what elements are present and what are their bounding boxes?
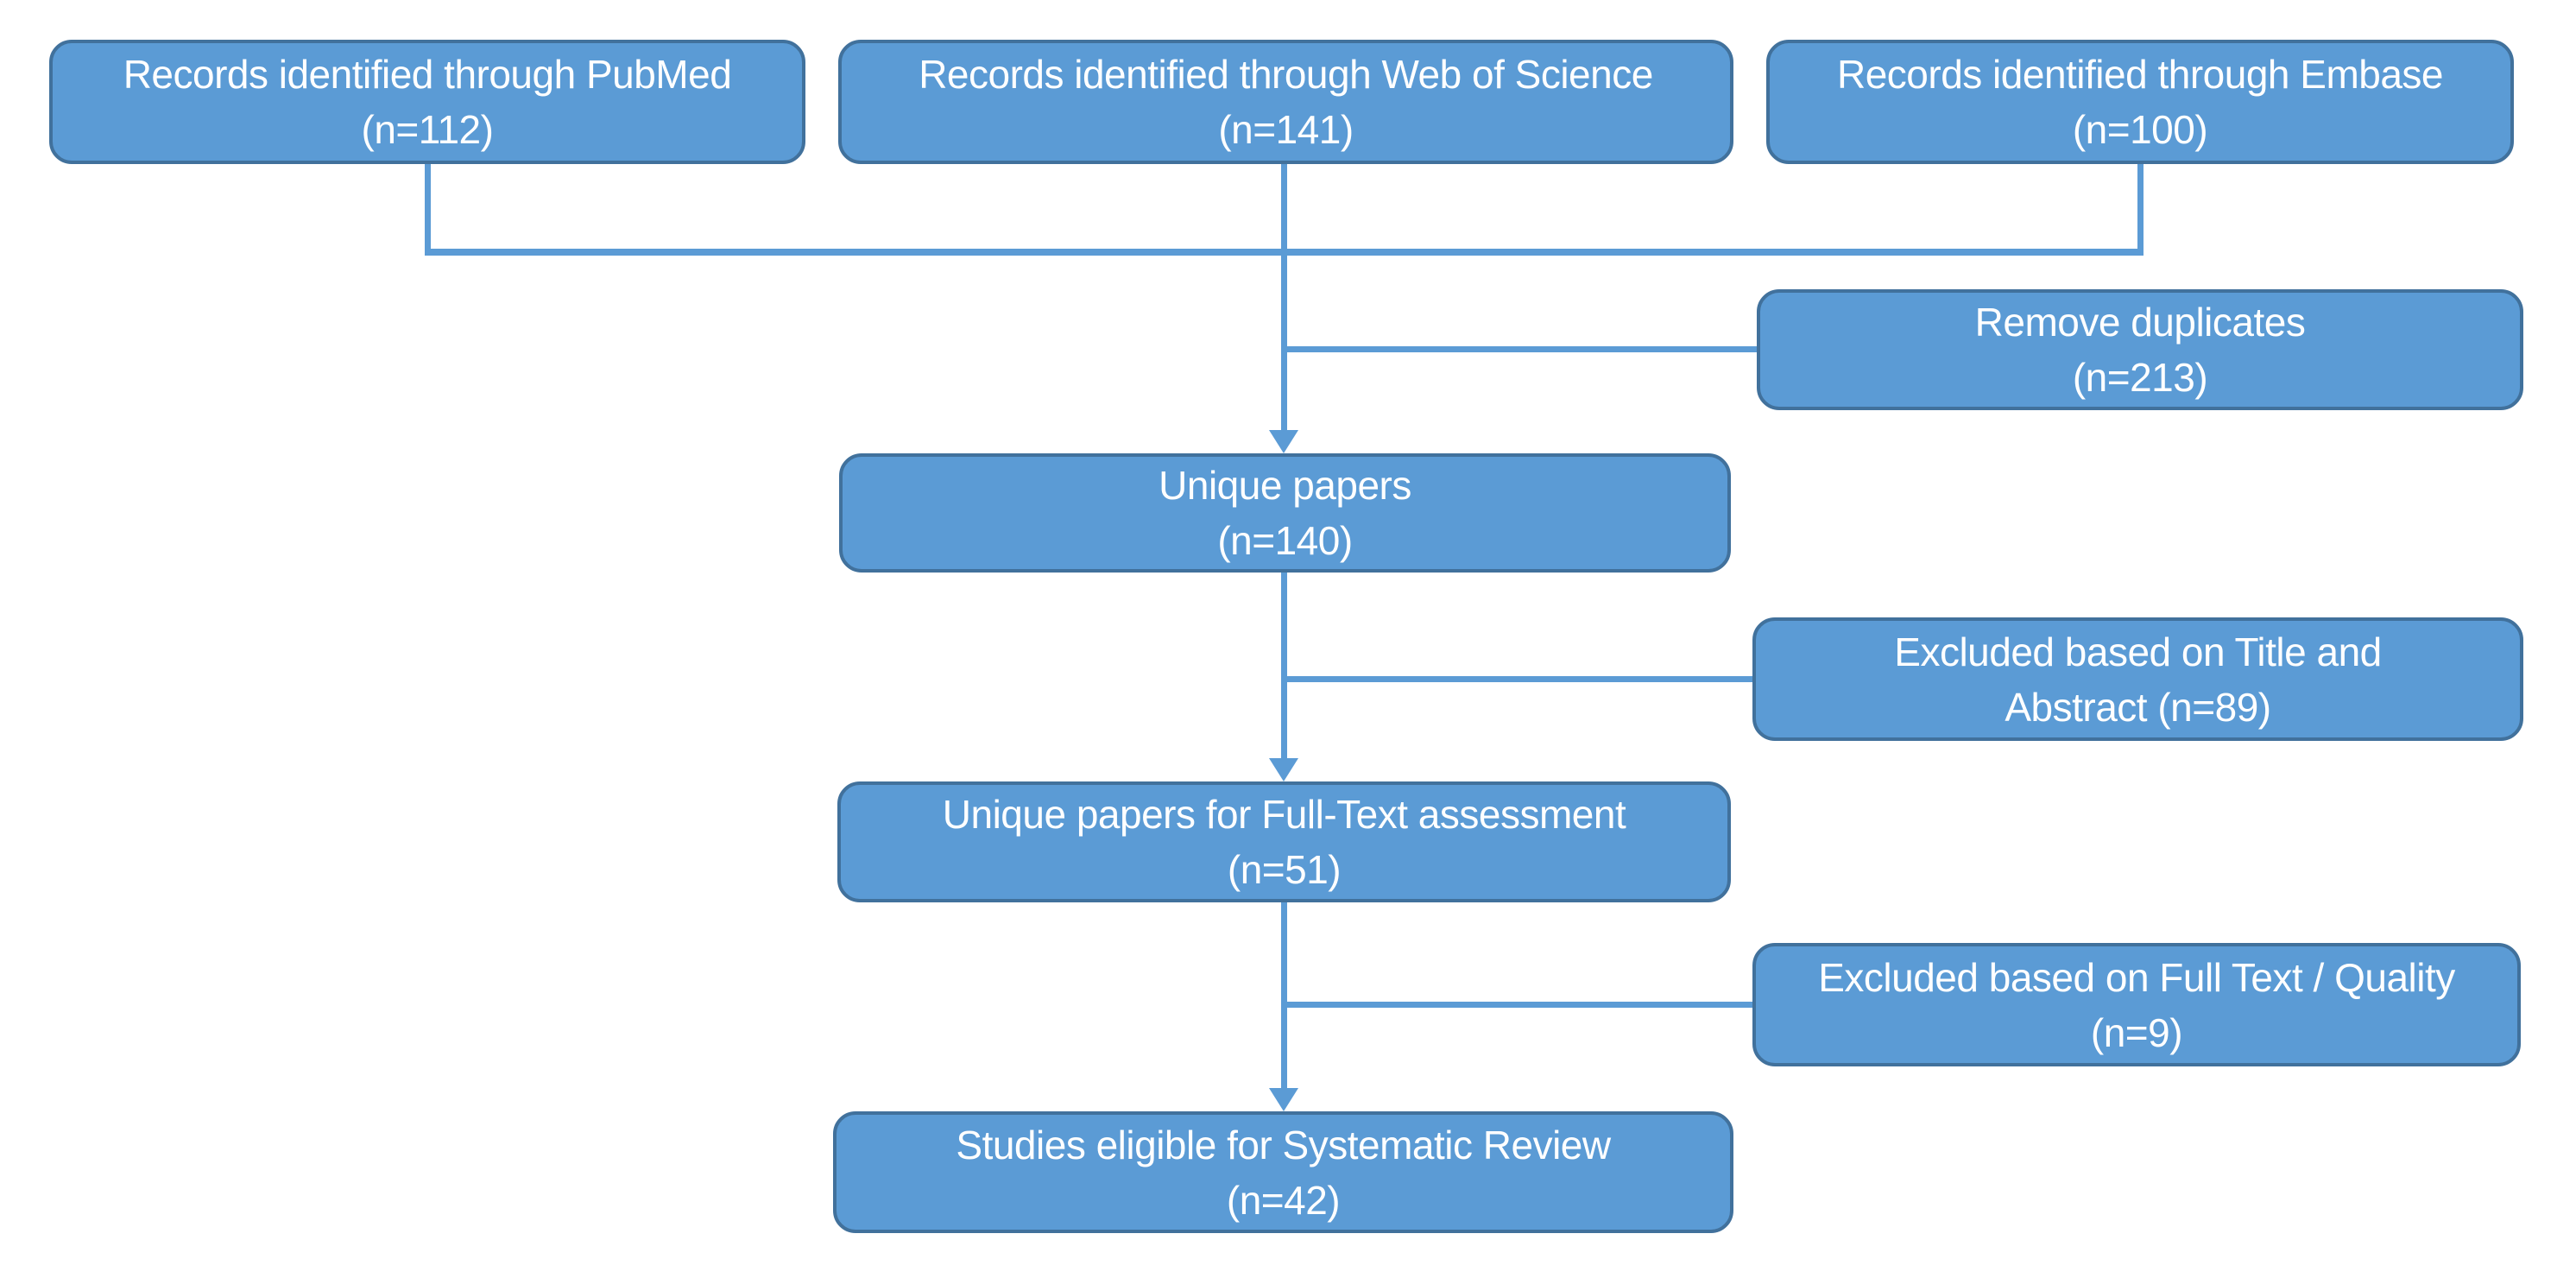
node-records-embase-line2: (n=100) — [2072, 107, 2208, 152]
node-excluded-fulltext-line1: Excluded based on Full Text / Quality — [1818, 954, 2455, 1000]
node-unique-papers-line2: (n=140) — [1217, 518, 1353, 563]
connector-embase-down-line — [2137, 162, 2144, 256]
connector-pubmed-down-line — [425, 162, 431, 256]
node-fulltext-line1: Unique papers for Full-Text assessment — [942, 792, 1626, 837]
node-records-pubmed-line1: Records identified through PubMed — [123, 52, 732, 97]
connector-to-excluded-title-line — [1285, 676, 1752, 682]
connector-fulltext-to-eligible-line — [1281, 902, 1287, 1089]
arrowhead-down-fulltext-icon — [1269, 758, 1298, 781]
node-records-pubmed-line2: (n=112) — [361, 107, 494, 152]
node-excluded-fulltext-line2: (n=9) — [2090, 1009, 2183, 1055]
node-records-embase-line1: Records identified through Embase — [1836, 52, 2444, 97]
node-eligible-line1: Studies eligible for Systematic Review — [956, 1122, 1611, 1167]
node-remove-duplicates-line1: Remove duplicates — [1974, 300, 2306, 345]
node-records-pubmed: Records identified through PubMed (n=112… — [49, 40, 805, 164]
node-fulltext-assessment: Unique papers for Full-Text assessment (… — [837, 781, 1731, 902]
connector-unique-to-fulltext-line — [1281, 573, 1287, 759]
node-eligible-line2: (n=42) — [1226, 1177, 1341, 1223]
node-records-wos-line2: (n=141) — [1218, 107, 1354, 152]
node-excluded-title-abstract: Excluded based on Title and Abstract (n=… — [1752, 617, 2523, 741]
node-unique-papers-line1: Unique papers — [1159, 463, 1411, 508]
arrowhead-down-unique-icon — [1269, 430, 1298, 453]
node-remove-duplicates-line2: (n=213) — [2072, 355, 2208, 400]
node-excluded-title-line2: Abstract (n=89) — [2005, 684, 2271, 730]
arrowhead-down-eligible-icon — [1269, 1088, 1298, 1111]
node-fulltext-line2: (n=51) — [1227, 847, 1342, 892]
node-records-web-of-science: Records identified through Web of Scienc… — [838, 40, 1733, 164]
node-records-embase: Records identified through Embase (n=100… — [1766, 40, 2514, 164]
connector-to-excluded-fulltext-line — [1285, 1002, 1752, 1008]
connector-wos-to-unique-line — [1281, 162, 1287, 432]
node-excluded-title-line1: Excluded based on Title and — [1894, 629, 2382, 674]
node-studies-eligible: Studies eligible for Systematic Review (… — [833, 1111, 1733, 1233]
node-excluded-fulltext-quality: Excluded based on Full Text / Quality (n… — [1752, 943, 2521, 1066]
node-unique-papers: Unique papers (n=140) — [839, 453, 1731, 573]
node-remove-duplicates: Remove duplicates (n=213) — [1757, 289, 2523, 410]
node-records-wos-line1: Records identified through Web of Scienc… — [919, 52, 1653, 97]
connector-to-remove-duplicates-line — [1285, 346, 1757, 352]
